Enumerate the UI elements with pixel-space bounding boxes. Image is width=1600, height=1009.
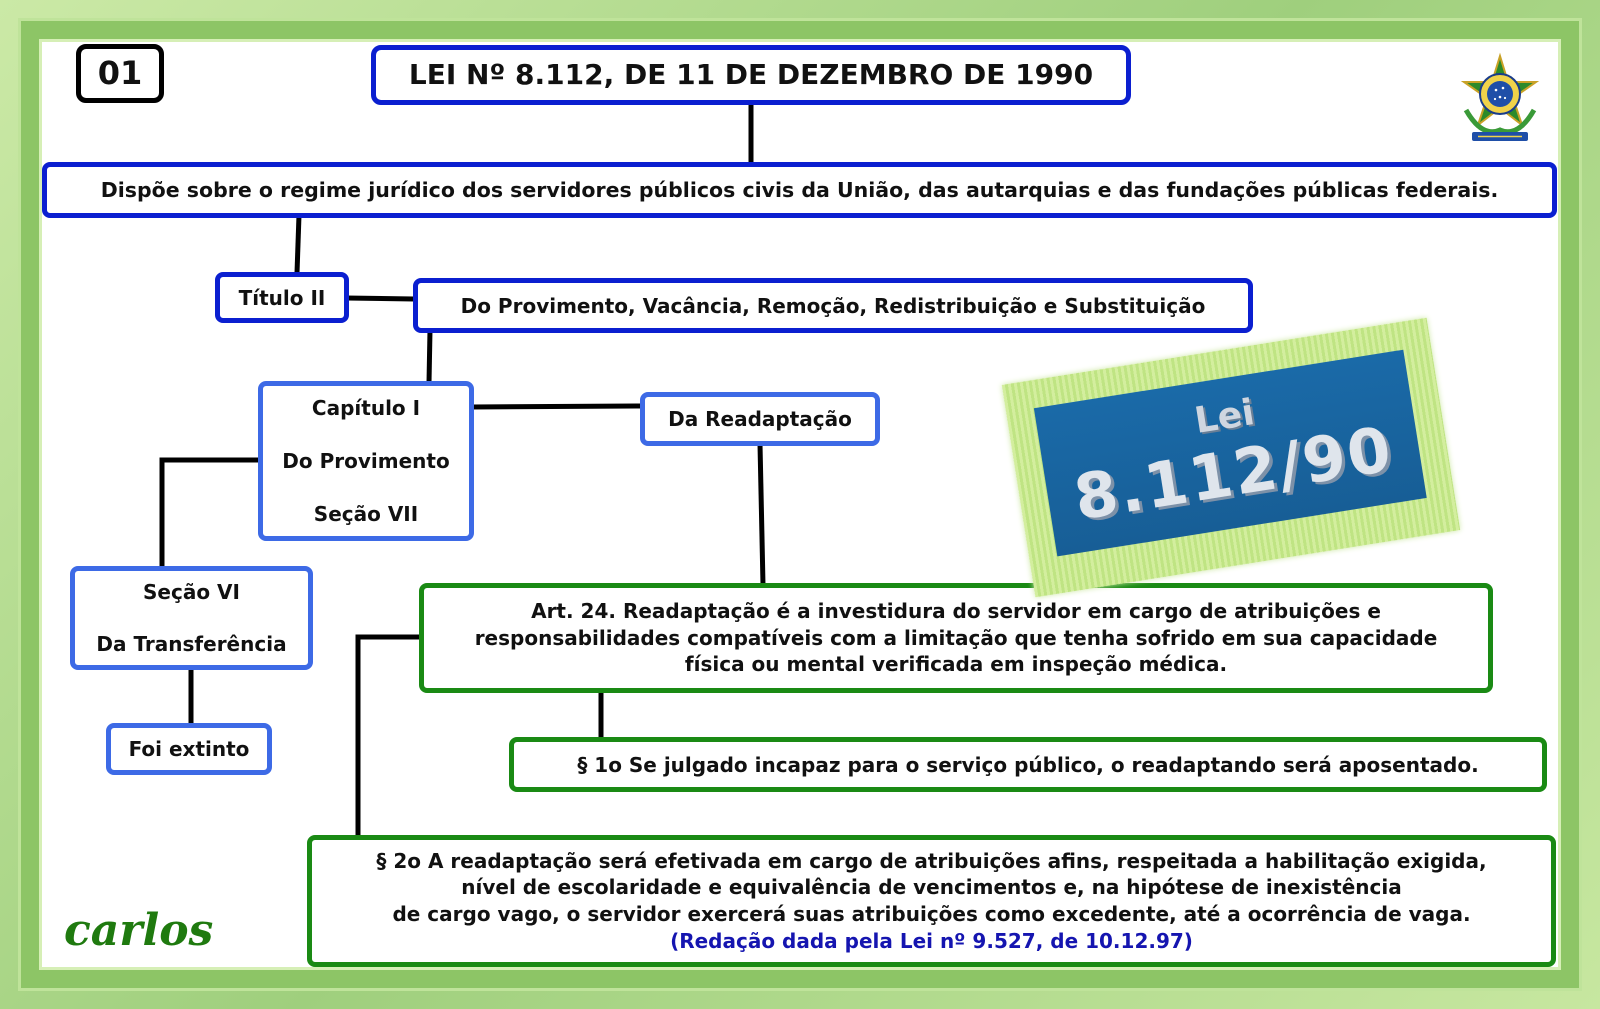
par1-box: § 1o Se julgado incapaz para o serviço p… bbox=[509, 737, 1547, 792]
capitulo-name: Do Provimento bbox=[282, 449, 450, 473]
capitulo-box: Capítulo I Do Provimento Seção VII bbox=[258, 381, 474, 541]
secao-vii-label: Seção VII bbox=[313, 502, 419, 526]
connector-capitulo-secao-vi bbox=[159, 457, 259, 570]
connector-readaptacao-art24 bbox=[757, 443, 766, 586]
law-title-box: LEI Nº 8.112, DE 11 DE DEZEMBRO DE 1990 bbox=[371, 45, 1131, 105]
slide-number-box: 01 bbox=[76, 44, 164, 103]
law-title: LEI Nº 8.112, DE 11 DE DEZEMBRO DE 1990 bbox=[408, 57, 1094, 91]
par2-amendment: (Redação dada pela Lei nº 9.527, de 10.1… bbox=[670, 928, 1193, 953]
par2-line1: § 2o A readaptação será efetivada em car… bbox=[376, 848, 1487, 873]
art24-line2: responsabilidades compatíveis com a limi… bbox=[474, 625, 1438, 650]
par1-text: § 1o Se julgado incapaz para o serviço p… bbox=[577, 752, 1479, 777]
secao-vi-box: Seção VI Da Transferência bbox=[70, 566, 313, 670]
secao-vi-name: Da Transferência bbox=[96, 632, 287, 656]
connector-name-capitulo bbox=[426, 329, 433, 384]
readaptacao-box: Da Readaptação bbox=[640, 392, 880, 446]
par2-line2: nível de escolaridade e equivalência de … bbox=[461, 875, 1402, 900]
law-summary-box: Dispõe sobre o regime jurídico dos servi… bbox=[42, 162, 1557, 218]
connector-summary-titulo bbox=[294, 214, 302, 274]
extinto-box: Foi extinto bbox=[106, 723, 272, 775]
slide-number: 01 bbox=[97, 53, 143, 92]
capitulo-number: Capítulo I bbox=[311, 396, 421, 420]
art24-line1: Art. 24. Readaptação é a investidura do … bbox=[531, 599, 1381, 624]
titulo-label-box: Título II bbox=[215, 272, 349, 323]
brazil-coat-of-arms-icon bbox=[1460, 52, 1540, 141]
titulo-name-box: Do Provimento, Vacância, Remoção, Redist… bbox=[413, 278, 1253, 333]
connector-titulo-name bbox=[345, 295, 415, 302]
secao-vi-label: Seção VI bbox=[143, 580, 240, 604]
connector-capitulo-readaptacao bbox=[471, 403, 643, 410]
law-badge-panel: Lei 8.112/90 bbox=[1033, 349, 1427, 557]
art24-box: Art. 24. Readaptação é a investidura do … bbox=[419, 583, 1493, 693]
art24-line3: física ou mental verificada em inspeção … bbox=[684, 652, 1228, 677]
readaptacao-label: Da Readaptação bbox=[668, 407, 852, 431]
titulo-label: Título II bbox=[238, 285, 326, 310]
extinto-label: Foi extinto bbox=[128, 737, 250, 761]
par2-line3: de cargo vago, o servidor exercerá suas … bbox=[392, 902, 1471, 926]
connector-art24-par2 bbox=[355, 634, 422, 838]
par2-box: § 2o A readaptação será efetivada em car… bbox=[307, 835, 1556, 967]
law-summary: Dispõe sobre o regime jurídico dos servi… bbox=[100, 177, 1499, 202]
author-signature: carlos bbox=[64, 905, 214, 956]
titulo-name: Do Provimento, Vacância, Remoção, Redist… bbox=[460, 293, 1206, 318]
